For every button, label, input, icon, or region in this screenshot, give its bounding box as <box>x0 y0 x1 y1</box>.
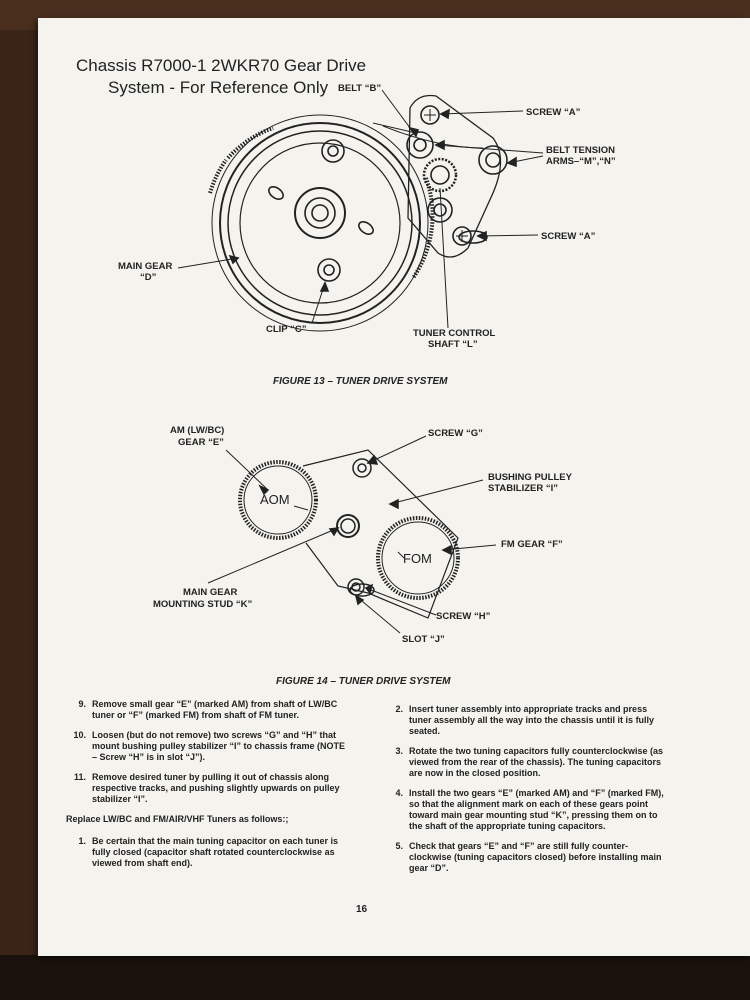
instruction-item: 11. Remove desired tuner by pulling it o… <box>73 772 340 804</box>
figure13-diagram: BELT “B” SCREW “A” BELT TENSION ARMS–“M”… <box>118 83 616 387</box>
label-clip-c: CLIP “C” <box>266 324 307 335</box>
screw-a-bottom-icon <box>452 226 472 246</box>
fm-gear-f <box>376 516 460 600</box>
label-tuner-control-1: TUNER CONTROL <box>413 328 496 339</box>
page-number: 16 <box>356 904 368 915</box>
pulley-m <box>406 131 434 159</box>
am-gear-e <box>238 460 318 540</box>
label-screw-h: SCREW “H” <box>436 611 491 622</box>
label-slot-j: SLOT “J” <box>402 634 445 645</box>
instruction-item: 4. Install the two gears “E” (marked AM)… <box>395 788 664 831</box>
figure14-diagram: AOM FOM AM (LW/BC) GEAR “E” SCREW “G” BU… <box>153 425 573 687</box>
page-title-line2: System - For Reference Only <box>108 78 329 97</box>
fm-gear-mark: FOM <box>403 551 432 566</box>
figure14-caption: FIGURE 14 – TUNER DRIVE SYSTEM <box>276 676 451 687</box>
label-main-gear-2: “D” <box>140 272 157 283</box>
page-title-line1: Chassis R7000-1 2WKR70 Gear Drive <box>76 56 367 75</box>
instruction-item: 9. Remove small gear “E” (marked AM) fro… <box>78 699 338 720</box>
figure13-caption: FIGURE 13 – TUNER DRIVE SYSTEM <box>273 376 448 387</box>
label-screw-a-top: SCREW “A” <box>526 107 581 118</box>
label-main-gear-1: MAIN GEAR <box>118 261 173 272</box>
bolt-bottom-icon <box>317 258 341 282</box>
instruction-item: 2. Insert tuner assembly into appropriat… <box>395 704 655 736</box>
pulley-plate <box>407 94 502 258</box>
label-belt-b: BELT “B” <box>338 83 381 94</box>
instruction-item: 10. Loosen (but do not remove) two screw… <box>73 730 346 762</box>
bolt-top-icon <box>321 139 345 163</box>
label-main-stud-2: MOUNTING STUD “K” <box>153 599 252 610</box>
label-screw-a-bottom: SCREW “A” <box>541 231 596 242</box>
main-gear-stud-k <box>336 514 360 538</box>
label-belt-tension-1: BELT TENSION <box>546 145 615 156</box>
label-bushing-2: STABILIZER “I” <box>488 483 558 494</box>
label-tuner-control-2: SHAFT “L” <box>428 339 478 350</box>
screw-g-icon <box>352 458 372 478</box>
instructions-right-column: 2. Insert tuner assembly into appropriat… <box>383 704 665 883</box>
instruction-item: 1. Be certain that the main tuning capac… <box>78 836 339 868</box>
label-belt-tension-2: ARMS–“M”,“N” <box>546 156 616 167</box>
am-gear-mark: AOM <box>260 492 290 507</box>
stabilizer-plate <box>302 449 459 619</box>
label-fm-gear: FM GEAR “F” <box>501 539 563 550</box>
label-bushing-1: BUSHING PULLEY <box>488 472 573 483</box>
label-main-stud-1: MAIN GEAR <box>183 587 238 598</box>
instruction-item: 5. Check that gears “E” and “F” are stil… <box>395 841 662 873</box>
desk-shadow <box>0 955 750 1000</box>
manual-page: Chassis R7000-1 2WKR70 Gear Drive System… <box>38 18 750 956</box>
label-screw-g: SCREW “G” <box>428 428 483 439</box>
screw-a-top-icon <box>420 105 440 125</box>
instruction-item: 3. Rotate the two tuning capacitors full… <box>395 746 664 778</box>
instructions-left-column: 9. Remove small gear “E” (marked AM) fro… <box>66 699 346 878</box>
replace-heading: Replace LW/BC and FM/AIR/VHF Tuners as f… <box>66 814 289 824</box>
main-gear-hub <box>294 187 346 239</box>
label-am-gear-2: GEAR “E” <box>178 437 224 448</box>
label-am-gear-1: AM (LW/BC) <box>170 425 224 436</box>
pulley-n <box>478 145 508 175</box>
